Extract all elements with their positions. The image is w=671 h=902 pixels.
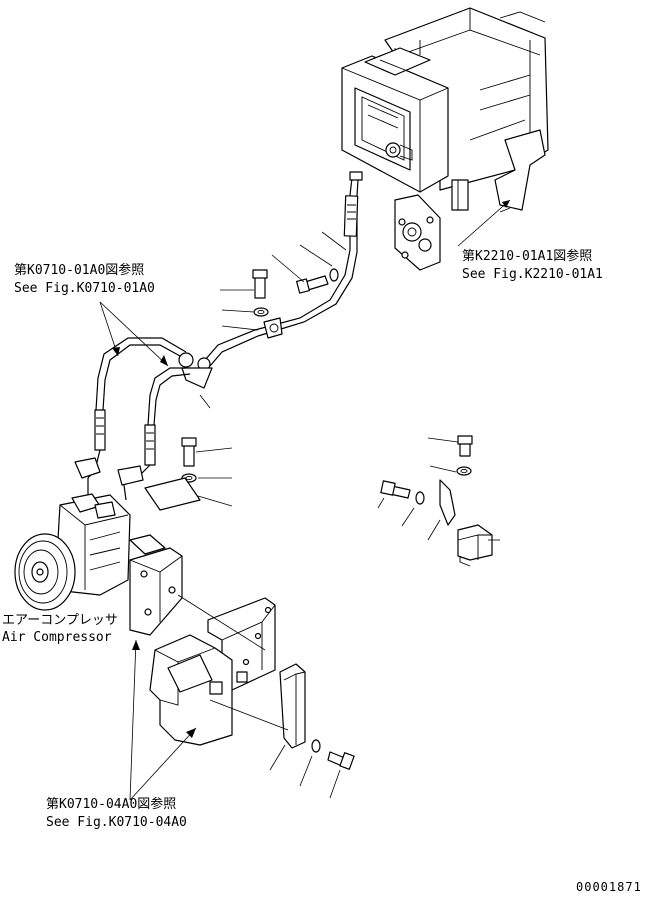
leader-lines xyxy=(99,199,511,801)
ref-k2210-01a1-jp: 第K2210-01A1図参照 xyxy=(462,248,592,264)
compressor-bracket xyxy=(129,477,201,636)
ref-k2210-01a1-en: See Fig.K2210-01A1 xyxy=(462,267,603,282)
mounting-bracket xyxy=(149,597,276,746)
spacer-bracket xyxy=(279,663,306,749)
compressor-label-en: Air Compressor xyxy=(2,630,112,645)
ref-k0710-01a0-en: See Fig.K0710-01A0 xyxy=(14,281,155,296)
drawing-number: 00001871 xyxy=(576,880,642,894)
ref-k0710-01a0-jp: 第K0710-01A0図参照 xyxy=(14,262,144,278)
expansion-valve-plate xyxy=(394,194,441,271)
bolts-and-washers xyxy=(181,268,473,770)
clamp-bracket xyxy=(439,479,493,567)
refrigerant-hose-assembly xyxy=(74,171,363,501)
air-compressor xyxy=(14,493,131,611)
ref-k0710-04a0-en: See Fig.K0710-04A0 xyxy=(46,815,187,830)
compressor-label-jp: エアーコンプレッサ xyxy=(2,613,118,628)
air-conditioner-unit xyxy=(341,7,549,211)
ref-k0710-04a0-jp: 第K0710-04A0図参照 xyxy=(46,796,176,812)
